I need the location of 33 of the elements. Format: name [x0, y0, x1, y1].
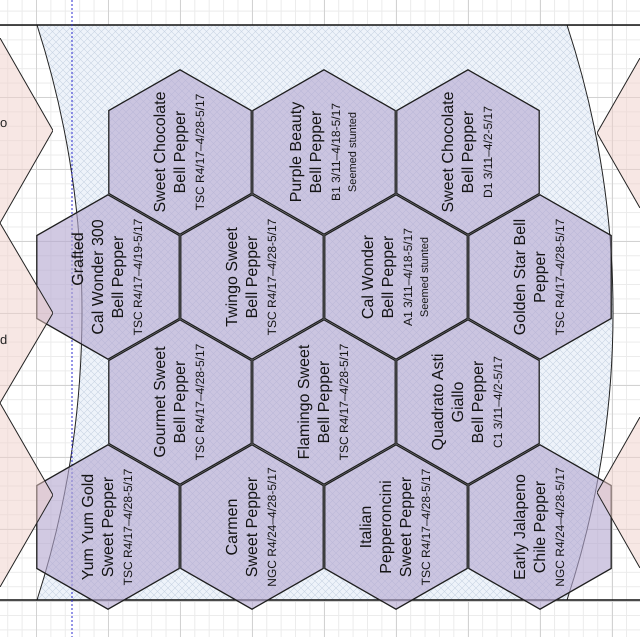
- bed-label: o: [0, 116, 8, 130]
- plant-name: Cal Wonder Bell Pepper: [359, 234, 398, 320]
- plant-name: Twingo Sweet Bell Pepper: [223, 227, 262, 327]
- planting-code: C1 3/11–4/2-5/17: [490, 356, 506, 448]
- planting-code: TSC R4/17–4/28-5/17: [264, 218, 280, 336]
- planting-code: A1 3/11–4/18-5/17: [400, 228, 416, 326]
- planting-code: TSC R4/17–4/28-5/17: [418, 468, 434, 586]
- planting-code: TSC R4/17–4/28-5/17: [120, 468, 136, 586]
- plant-name: Gourmet Sweet Bell Pepper: [151, 346, 190, 458]
- planting-code: NGC R4/24–4/28-5/17: [552, 467, 568, 587]
- planting-code: TSC R4/17–4/28-5/17: [336, 344, 352, 460]
- plant-name: Carmen Sweet Pepper: [223, 476, 262, 578]
- plant-name: Purple Beauty Bell Pepper: [287, 102, 326, 202]
- planting-code: TSC R4/17–4/28-5/17: [192, 94, 208, 210]
- plant-note: Seemed stunted: [346, 112, 360, 192]
- plant-name: Early Jalapeno Chile Pepper: [511, 474, 550, 580]
- plant-name: Flamingo Sweet Bell Pepper: [295, 344, 334, 460]
- plant-name: Grafted: [69, 232, 88, 286]
- plant-name: Italian Pepperoncini Sweet Pepper: [357, 476, 416, 578]
- planting-code: TSC R4/17–4/28-5/17: [552, 218, 568, 336]
- planting-code: TSC R4/17–4/28-5/17: [192, 344, 208, 460]
- planting-code: D1 3/11–4/2-5/17: [480, 106, 496, 198]
- planting-code: TSC R4/17–4/19-5/17: [130, 218, 146, 336]
- planting-code: NGC R4/24–4/28-5/17: [264, 467, 280, 587]
- bed-label: d: [0, 333, 8, 347]
- planting-code: B1 3/11–4/18-5/17: [328, 103, 344, 201]
- plant-name: Sweet Chocolate Bell Pepper: [439, 92, 478, 212]
- plant-note: Seemed stunted: [418, 236, 432, 318]
- plant-name: Yum Yum Gold Sweet Pepper: [79, 474, 118, 580]
- plant-name: Quadrato Asti Giallo Bell Pepper: [429, 354, 488, 450]
- plant-name: Sweet Chocolate Bell Pepper: [151, 92, 190, 212]
- plant-name: Golden Star Bell Pepper: [511, 218, 550, 336]
- plant-name: Cal Wonder 300 Bell Pepper: [89, 219, 128, 335]
